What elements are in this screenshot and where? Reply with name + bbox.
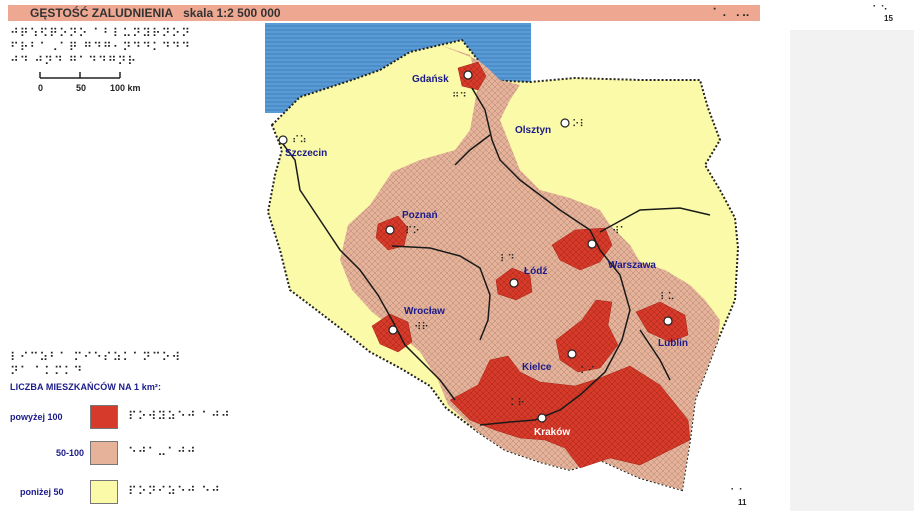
svg-text:Lublin: Lublin [658,338,688,349]
svg-text:⠅⠗: ⠅⠗ [510,398,525,409]
legend-braille-medium: ⠑⠚⠁⠤⠁⠚⠚ [128,445,197,459]
page-braille-top: ⠁⠑ [872,5,889,16]
city-lodz: Łódź ⠇⠙ [500,254,547,288]
title-bar [8,5,760,21]
map-title-text: GĘSTOŚĆ ZALUDNIENIA [30,6,174,20]
svg-text:Warszawa: Warszawa [608,260,656,271]
river-bug [599,207,711,233]
legend-braille-high: ⠏⠕⠺⠽⠵⠑⠚ ⠁⠚⠚ [128,409,231,423]
city-wroclaw: Wrocław ⠺⠗ [388,306,445,335]
density-high-south [449,355,691,469]
braille-intro-3: ⠚⠙ ⠚⠝⠙ ⠛⠁⠙⠙⠛⠝⠗ [10,54,138,68]
city-warszawa: Warszawa ⠺⠁ [587,226,656,271]
city-lublin: Lublin ⠇⠥ [658,292,688,349]
legend-braille-2: ⠝⠁ ⠁⠅⠍⠅⠙ [10,364,84,378]
city-kielce: Kielce ⠅⠊ [522,349,595,377]
map-title: GĘSTOŚĆ ZALUDNIENIA skala 1:2 500 000 [30,5,281,21]
scale-label-50: 50 [76,83,87,93]
svg-text:Kraków: Kraków [534,427,570,438]
legend-braille-1: ⠇⠊⠉⠵⠃⠁ ⠍⠊⠑⠎⠵⠅⠁⠝⠉⠕⠺ [10,350,182,364]
density-high-warszawa [551,227,613,271]
scale-bar [39,72,121,79]
svg-text:⠺⠗: ⠺⠗ [414,322,429,333]
braille-intro-2: ⠋⠗⠃⠁⠠⠁⠟ ⠛⠙⠛⠂⠝⠙⠙⠅⠙⠙⠙ [10,40,192,54]
river-oder [279,139,456,401]
scale-label-100: 100 km [110,83,141,93]
page-number-top: 15 [884,14,893,23]
map-scale-text: skala 1:2 500 000 [183,6,281,20]
density-high-lublin [635,301,689,343]
city-olsztyn: Olsztyn ⠕⠇ [515,118,587,136]
legend-label-medium: 50-100 [56,448,85,458]
city-krakow: Kraków ⠅⠗ [510,398,570,438]
svg-text:⠎⠵: ⠎⠵ [292,135,307,146]
legend-title: LICZBA MIESZKAŃCÓW NA 1 km²: [10,382,162,392]
river-san [639,329,671,381]
svg-text:⠛⠙: ⠛⠙ [452,92,467,103]
svg-text:⠇⠙: ⠇⠙ [500,254,515,265]
page-braille-bottom: ⠁⠁ [730,488,747,499]
svg-text:⠕⠇: ⠕⠇ [572,119,587,130]
legend-swatch-medium [90,441,118,465]
scale-label-0: 0 [38,83,44,93]
city-szczecin: Szczecin ⠎⠵ [278,135,327,159]
svg-text:Poznań: Poznań [402,210,438,221]
city-gdansk: Gdańsk ⠛⠙ [412,70,473,103]
page-number-bottom: 11 [738,498,747,507]
svg-text:⠇⠥: ⠇⠥ [660,292,675,303]
svg-text:⠅⠊: ⠅⠊ [580,366,595,377]
braille-intro-1: ⠚⠟⠱⠫⠟⠕⠝⠕ ⠁⠃⠇⠥⠝⠽⠗⠝⠕⠝ [10,26,192,40]
river-warta [391,245,491,341]
legend-swatch-low [90,480,118,504]
svg-text:⠏⠕: ⠏⠕ [405,226,420,237]
river-vistula [471,87,631,426]
city-poznan: Poznań ⠏⠕ [385,210,438,237]
legend-braille-low: ⠏⠕⠝⠊⠵⠑⠚ ⠑⠚ [128,484,221,498]
svg-text:Wrocław: Wrocław [404,306,445,317]
page-sidebar [790,30,914,511]
svg-text:Kielce: Kielce [522,362,552,373]
legend-label-low: poniżej 50 [20,487,64,497]
legend-label-high: powyżej 100 [10,412,63,422]
river-narew [454,134,491,166]
header-braille: ⠁⠄⠠⠤ [712,6,752,20]
svg-text:Łódź: Łódź [524,266,547,277]
svg-text:Szczecin: Szczecin [285,148,327,159]
svg-text:Gdańsk: Gdańsk [412,74,449,85]
svg-text:⠺⠁: ⠺⠁ [612,226,627,237]
svg-text:Olsztyn: Olsztyn [515,125,551,136]
legend-swatch-high [90,405,118,429]
